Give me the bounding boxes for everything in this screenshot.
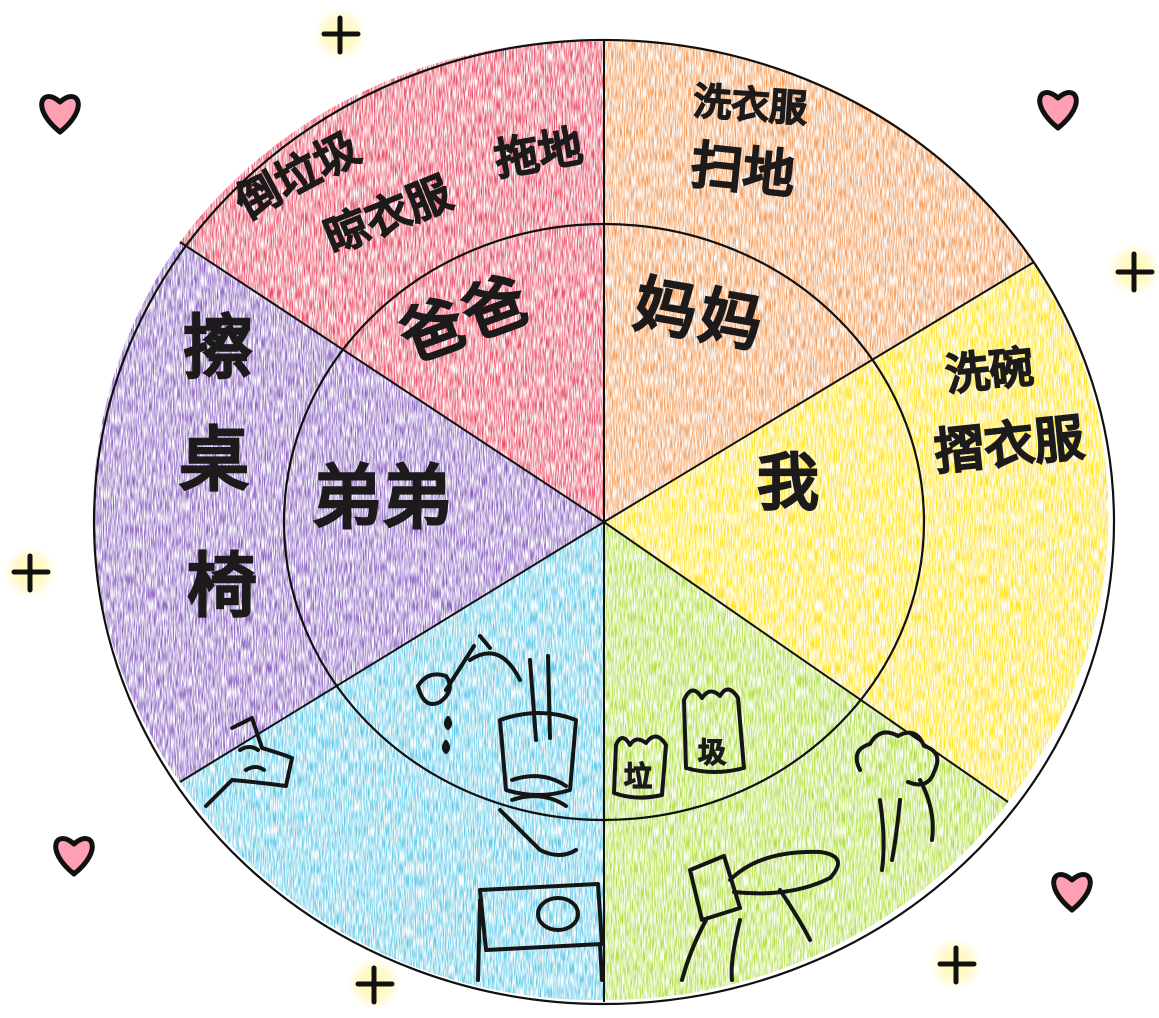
spoke-lower-right — [603, 521, 1009, 803]
cup-with-brush-icon — [498, 654, 578, 808]
water-drops-icon — [442, 716, 452, 754]
chore-me-1: 洗碗 — [943, 342, 1036, 402]
chore-brother-3: 椅 — [187, 545, 257, 627]
sector-green-fill — [604, 522, 1008, 1001]
vacuum-cleaner-icon — [680, 849, 840, 982]
garbage-bag-right-icon — [682, 687, 746, 774]
sparkle-icon — [314, 8, 366, 60]
garbage-bags-drawing: 垃 圾 — [612, 687, 940, 982]
pencil-drawing — [204, 716, 294, 808]
heart-icon — [39, 94, 81, 135]
sector-dad-fill — [180, 41, 604, 522]
heart-icon — [1051, 872, 1093, 913]
sparkle-icon — [4, 546, 56, 598]
sparkle-icon — [1108, 244, 1159, 296]
garbage-bag-right-label: 圾 — [698, 736, 726, 769]
chore-mom-1: 洗衣服 — [692, 79, 809, 131]
chore-brother-1: 擦 — [183, 307, 253, 389]
sector-blue-fill — [180, 522, 604, 1001]
sector-fills — [93, 41, 1109, 1001]
sparkles — [4, 8, 1159, 1010]
spoke-lower-left — [179, 521, 605, 783]
spray-brush-icon — [416, 634, 522, 706]
sparkle-icon — [348, 958, 400, 1010]
dishwashing-drawing — [416, 634, 604, 982]
sector-mom-fill — [604, 41, 1034, 522]
hearts — [39, 90, 1093, 913]
heart-icon — [53, 836, 95, 877]
garbage-bag-left-icon — [612, 734, 668, 800]
sink-drain-icon — [536, 896, 580, 932]
flowering-plant-icon — [854, 730, 940, 872]
chore-brother-2: 桌 — [179, 419, 249, 501]
pencil-icon — [204, 716, 294, 808]
spoke-upper-left — [179, 241, 605, 523]
faucet-and-sink-icon — [476, 808, 604, 982]
member-label-me: 我 — [757, 446, 823, 519]
wheel-outline — [92, 38, 1116, 1006]
chore-mom-2: 扫地 — [688, 136, 798, 207]
spoke-upper-right — [603, 261, 1035, 523]
sector-me-fill — [604, 262, 1109, 802]
sparkle-icon — [930, 938, 982, 990]
member-label-brother: 弟弟 — [312, 457, 452, 539]
garbage-bag-left-label: 垃 — [624, 760, 652, 793]
sector-brother-fill — [93, 242, 605, 782]
heart-icon — [1037, 90, 1079, 131]
